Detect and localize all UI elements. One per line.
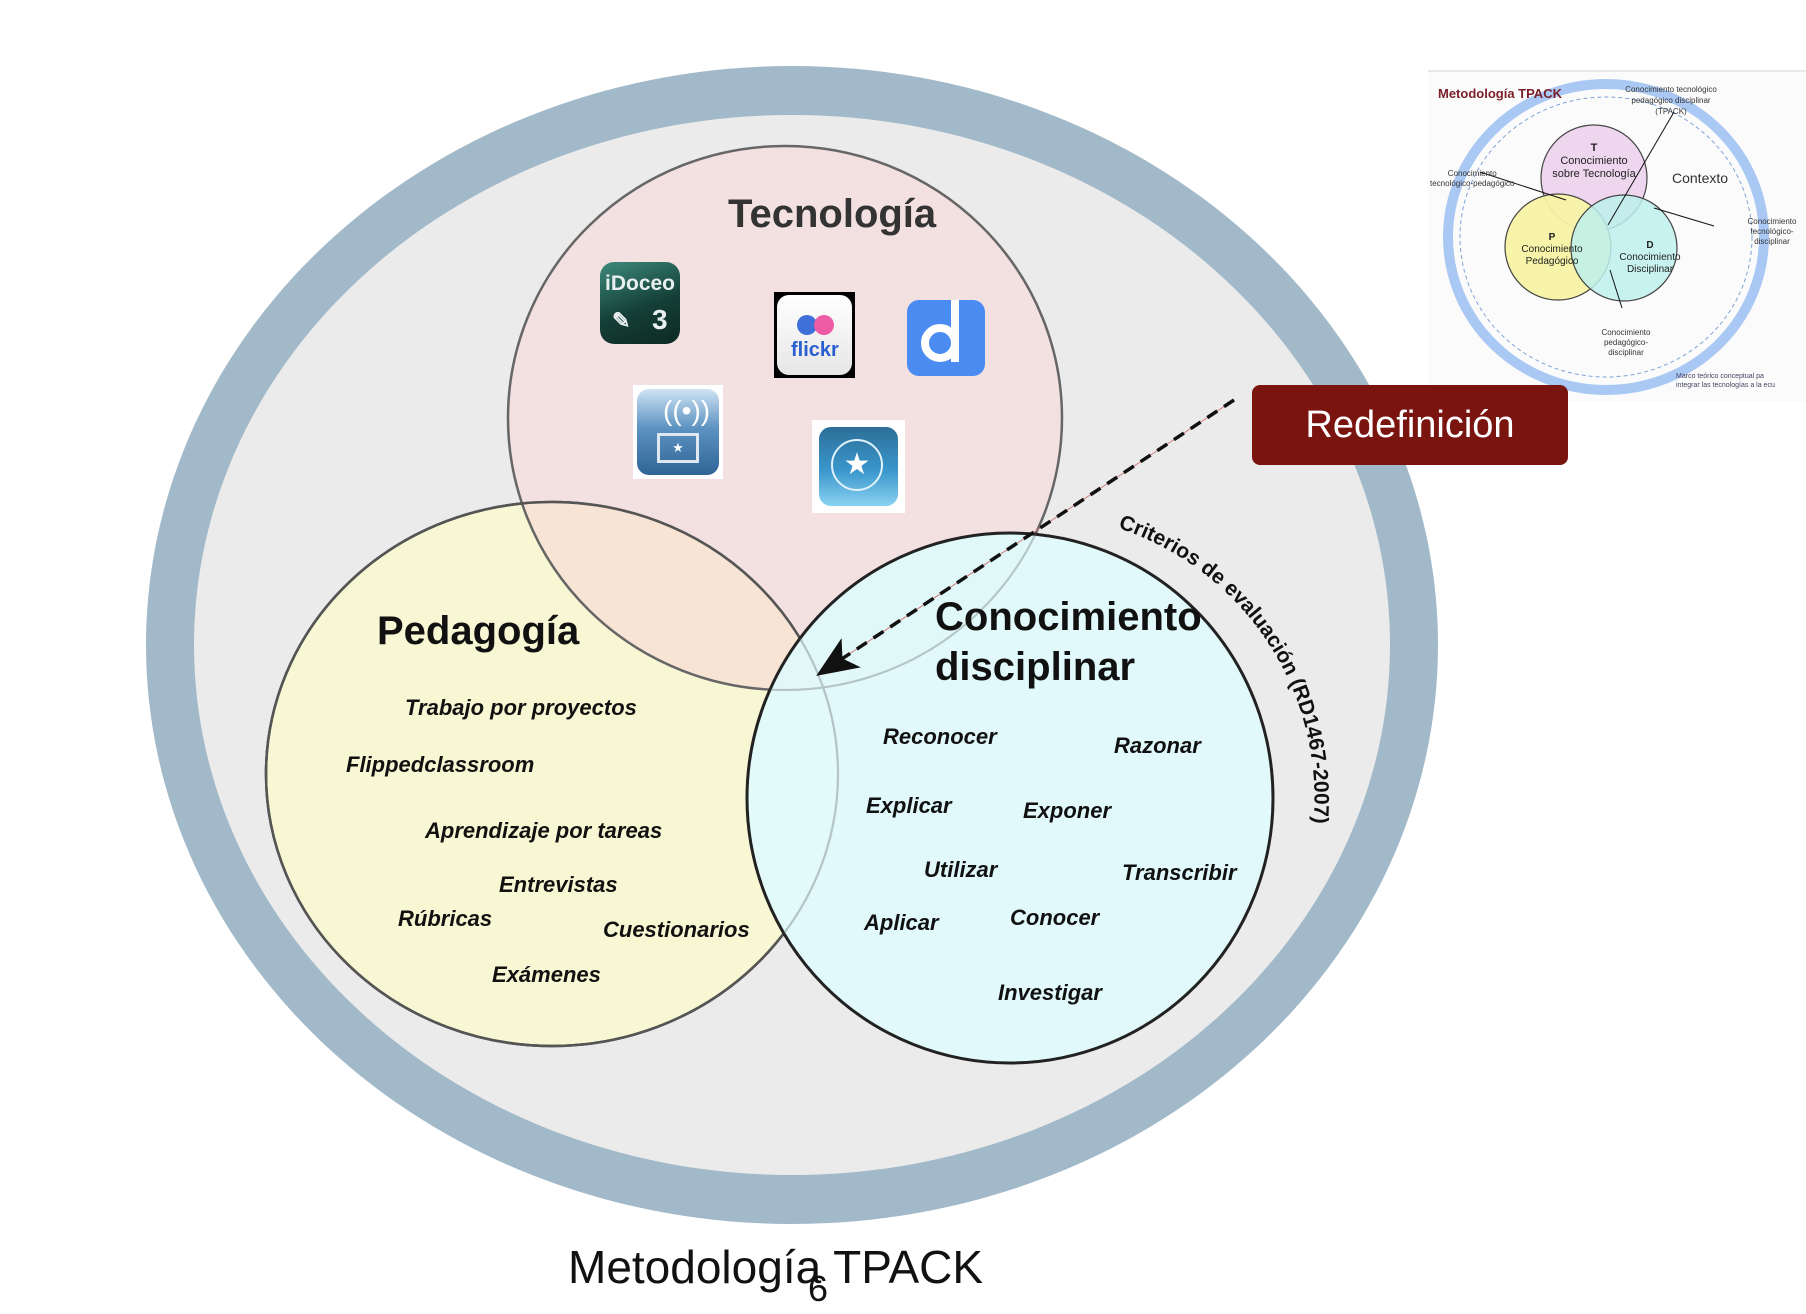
thumbnail-p-line2: Pedagógico [1525,256,1579,267]
wifi-icon: ((•)) [663,395,711,426]
redefinition-arrow [816,398,1235,676]
content-item: Exponer [1023,798,1112,823]
page-number: 6 [808,1268,829,1309]
thumbnail-t-letter: T [1590,142,1598,154]
diigo-d-stem [951,300,959,362]
content-item: Explicar [866,793,952,818]
content-title: Conocimiento disciplinar [935,592,1202,692]
pedagogy-item: Rúbricas [398,906,493,931]
thumbnail-td-line2: tecnológico- [1750,227,1794,236]
thumbnail-p-letter: P [1548,232,1556,243]
thumbnail-title: Metodología TPACK [1438,86,1562,101]
thumbnail-footnote-line2: integrar las tecnologías a la ecu [1676,382,1775,389]
idoceo-app-icon: iDoceo ✎ 3 [600,262,680,344]
pedagogy-item: Flippedclassroom [346,752,535,777]
content-item: Utilizar [924,857,998,882]
content-item: Conocer [1010,905,1100,930]
content-item: Aplicar [864,910,939,935]
thumbnail-d-line1: Conocimiento [1619,252,1681,263]
pedagogy-item: Entrevistas [499,872,618,897]
thumbnail-footnote: Marco teórico conceptual pa integrar las… [1676,372,1775,390]
content-circle [745,531,1275,1065]
star-circle-icon: ★ [831,439,883,491]
thumbnail-venn-svg [1443,79,1769,395]
thumbnail-tp-line2: tecnológico-pedagógico [1430,179,1515,188]
content-item: Reconocer [883,724,997,749]
content-title-line1: Conocimiento [935,595,1202,639]
tech-pedagogy-overlap [508,502,838,690]
diagram-caption: Metodología TPACK [568,1241,984,1293]
flickr-blue-dot [797,315,817,335]
redefinition-badge: Redefinición [1252,385,1568,465]
diigo-app-icon [907,300,985,376]
thumbnail-pd-line3: disciplinar [1608,348,1644,357]
thumbnail-t-line1: Conocimiento [1560,155,1628,167]
thumbnail-p-line1: Conocimiento [1521,244,1583,255]
thumbnail-pd-line1: Conocimiento [1601,328,1651,337]
technology-title: Tecnología [728,192,937,236]
idoceo-label: iDoceo [605,272,676,295]
pedagogy-item: Exámenes [492,962,601,987]
thumbnail-pd-line2: pedagógico- [1603,338,1649,347]
thumbnail-tpack-label: Conocimiento tecnológico pedagógico disc… [1625,85,1717,116]
pedagogy-item: Trabajo por proyectos [405,695,637,720]
flickr-label: flickr [791,339,839,361]
thumbnail-context-label: Contexto [1672,170,1729,186]
thumbnail-td-line1: Conocimiento [1747,217,1797,226]
thumbnail-tp-label: Conocimiento tecnológico-pedagógico [1430,169,1515,189]
flickr-app-icon: flickr [774,292,855,378]
redefinition-label: Redefinición [1305,403,1515,446]
idoceo-version: 3 [652,304,668,335]
flickr-pink-dot [814,315,834,335]
thumbnail-td-label: Conocimiento tecnológico- disciplinar [1738,217,1806,247]
thumbnail-td-line3: disciplinar [1754,237,1790,246]
thumbnail-p-circle-label: P Conocimiento Pedagógico [1512,232,1592,268]
thumbnail-d-letter: D [1646,240,1654,251]
airserver-app-icon: ((•)) ★ [633,385,723,479]
screen-star-icon: ★ [657,433,699,463]
content-item: Transcribir [1122,860,1237,885]
content-item: Razonar [1114,733,1201,758]
content-title-line2: disciplinar [935,645,1136,689]
content-item: Investigar [998,980,1102,1005]
favorites-star-app-icon: ★ [812,420,905,513]
thumbnail-tp-line1: Conocimiento [1447,169,1497,178]
thumbnail-t-circle-label: T Conocimiento sobre Tecnología [1548,142,1640,181]
thumbnail-t-line2: sobre Tecnología [1552,168,1636,180]
thumbnail-d-circle-label: D Conocimiento Disciplinar [1610,240,1690,276]
thumbnail-d-line2: Disciplinar [1626,264,1674,275]
thumbnail-pd-label: Conocimiento pedagógico- disciplinar [1592,328,1660,358]
pedagogy-title: Pedagogía [377,609,580,653]
pencil-icon: ✎ [612,308,631,333]
tpack-reference-thumbnail: Metodología TPACK Conocimiento tecnológi… [1428,70,1806,402]
thumbnail-footnote-line1: Marco teórico conceptual pa [1676,373,1764,380]
pedagogy-item: Aprendizaje por tareas [425,818,663,843]
pedagogy-item: Cuestionarios [603,917,750,942]
